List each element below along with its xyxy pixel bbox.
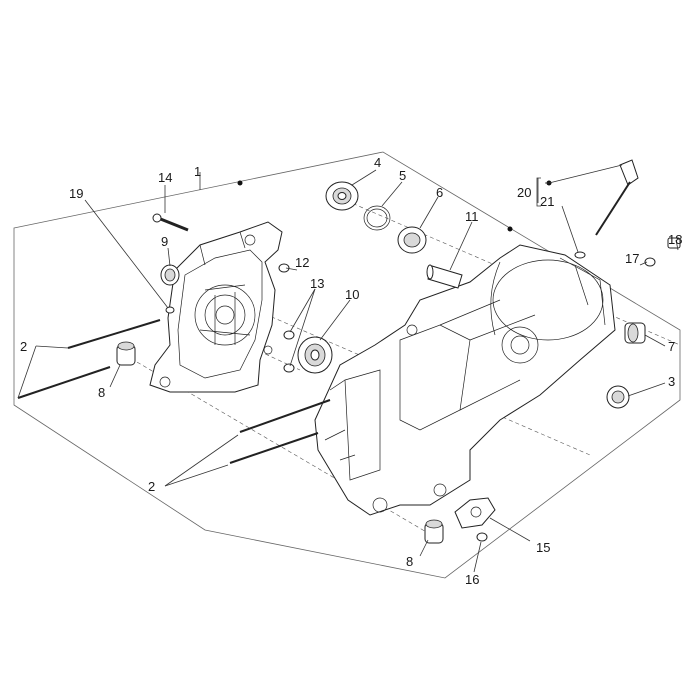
studs-2-right: [229, 399, 331, 464]
callout-2-bottom: 2: [148, 479, 155, 494]
callout-4: 4: [374, 155, 381, 170]
callout-10: 10: [345, 287, 359, 302]
bushing-8-bottom: [424, 519, 444, 544]
callout-5: 5: [399, 168, 406, 183]
circlip-5: [363, 205, 391, 231]
callout-3: 3: [668, 374, 675, 389]
pin-19: [165, 306, 175, 314]
callout-21: 21: [540, 194, 554, 209]
callout-14: 14: [158, 170, 172, 185]
callout-6: 6: [436, 185, 443, 200]
left-crankcase-half: [149, 221, 283, 393]
ref-dot-1: [237, 180, 243, 186]
bracket-20-21: [536, 177, 541, 207]
callout-2-left: 2: [20, 339, 27, 354]
oil-seal-6: [397, 226, 427, 254]
ref-dot-right: [507, 226, 513, 232]
assembly-frame: [13, 151, 681, 579]
callout-18: 18: [668, 232, 682, 247]
plug-17: [644, 257, 656, 267]
callout-17: 17: [625, 251, 639, 266]
bearing-3: [606, 385, 630, 409]
callout-7: 7: [668, 339, 675, 354]
screw-16: [476, 532, 488, 542]
callout-15: 15: [536, 540, 550, 555]
callout-9: 9: [161, 234, 168, 249]
callout-13: 13: [310, 276, 324, 291]
callout-labels: 1 2 2 3 4 5 6 7 8 8 9 10 11 12 13 14 15 …: [20, 155, 682, 587]
right-crankcase-half: [314, 244, 616, 516]
callout-19: 19: [69, 186, 83, 201]
screw-14: [152, 213, 189, 232]
bushing-8-left: [116, 341, 136, 366]
callout-8-bottom: 8: [406, 554, 413, 569]
callout-16: 16: [465, 572, 479, 587]
dowel-pins-13: [283, 330, 295, 373]
callout-11: 11: [465, 209, 479, 224]
callout-1: 1: [194, 164, 201, 179]
callout-20: 20: [517, 185, 531, 200]
bushing-7: [624, 322, 646, 344]
studs-2-left: [17, 319, 161, 399]
dowel-pin-12: [278, 263, 290, 273]
callout-12: 12: [295, 255, 309, 270]
callout-8-left: 8: [98, 385, 105, 400]
o-ring-21: [574, 251, 586, 259]
bearing-10: [297, 336, 333, 374]
dowel-tube-11: [426, 264, 463, 289]
cover-plate-15: [454, 497, 496, 529]
dipstick-20: [595, 159, 639, 236]
bearing-4: [325, 181, 359, 211]
oil-seal-9: [160, 264, 180, 286]
leader-lines: [17, 164, 679, 573]
